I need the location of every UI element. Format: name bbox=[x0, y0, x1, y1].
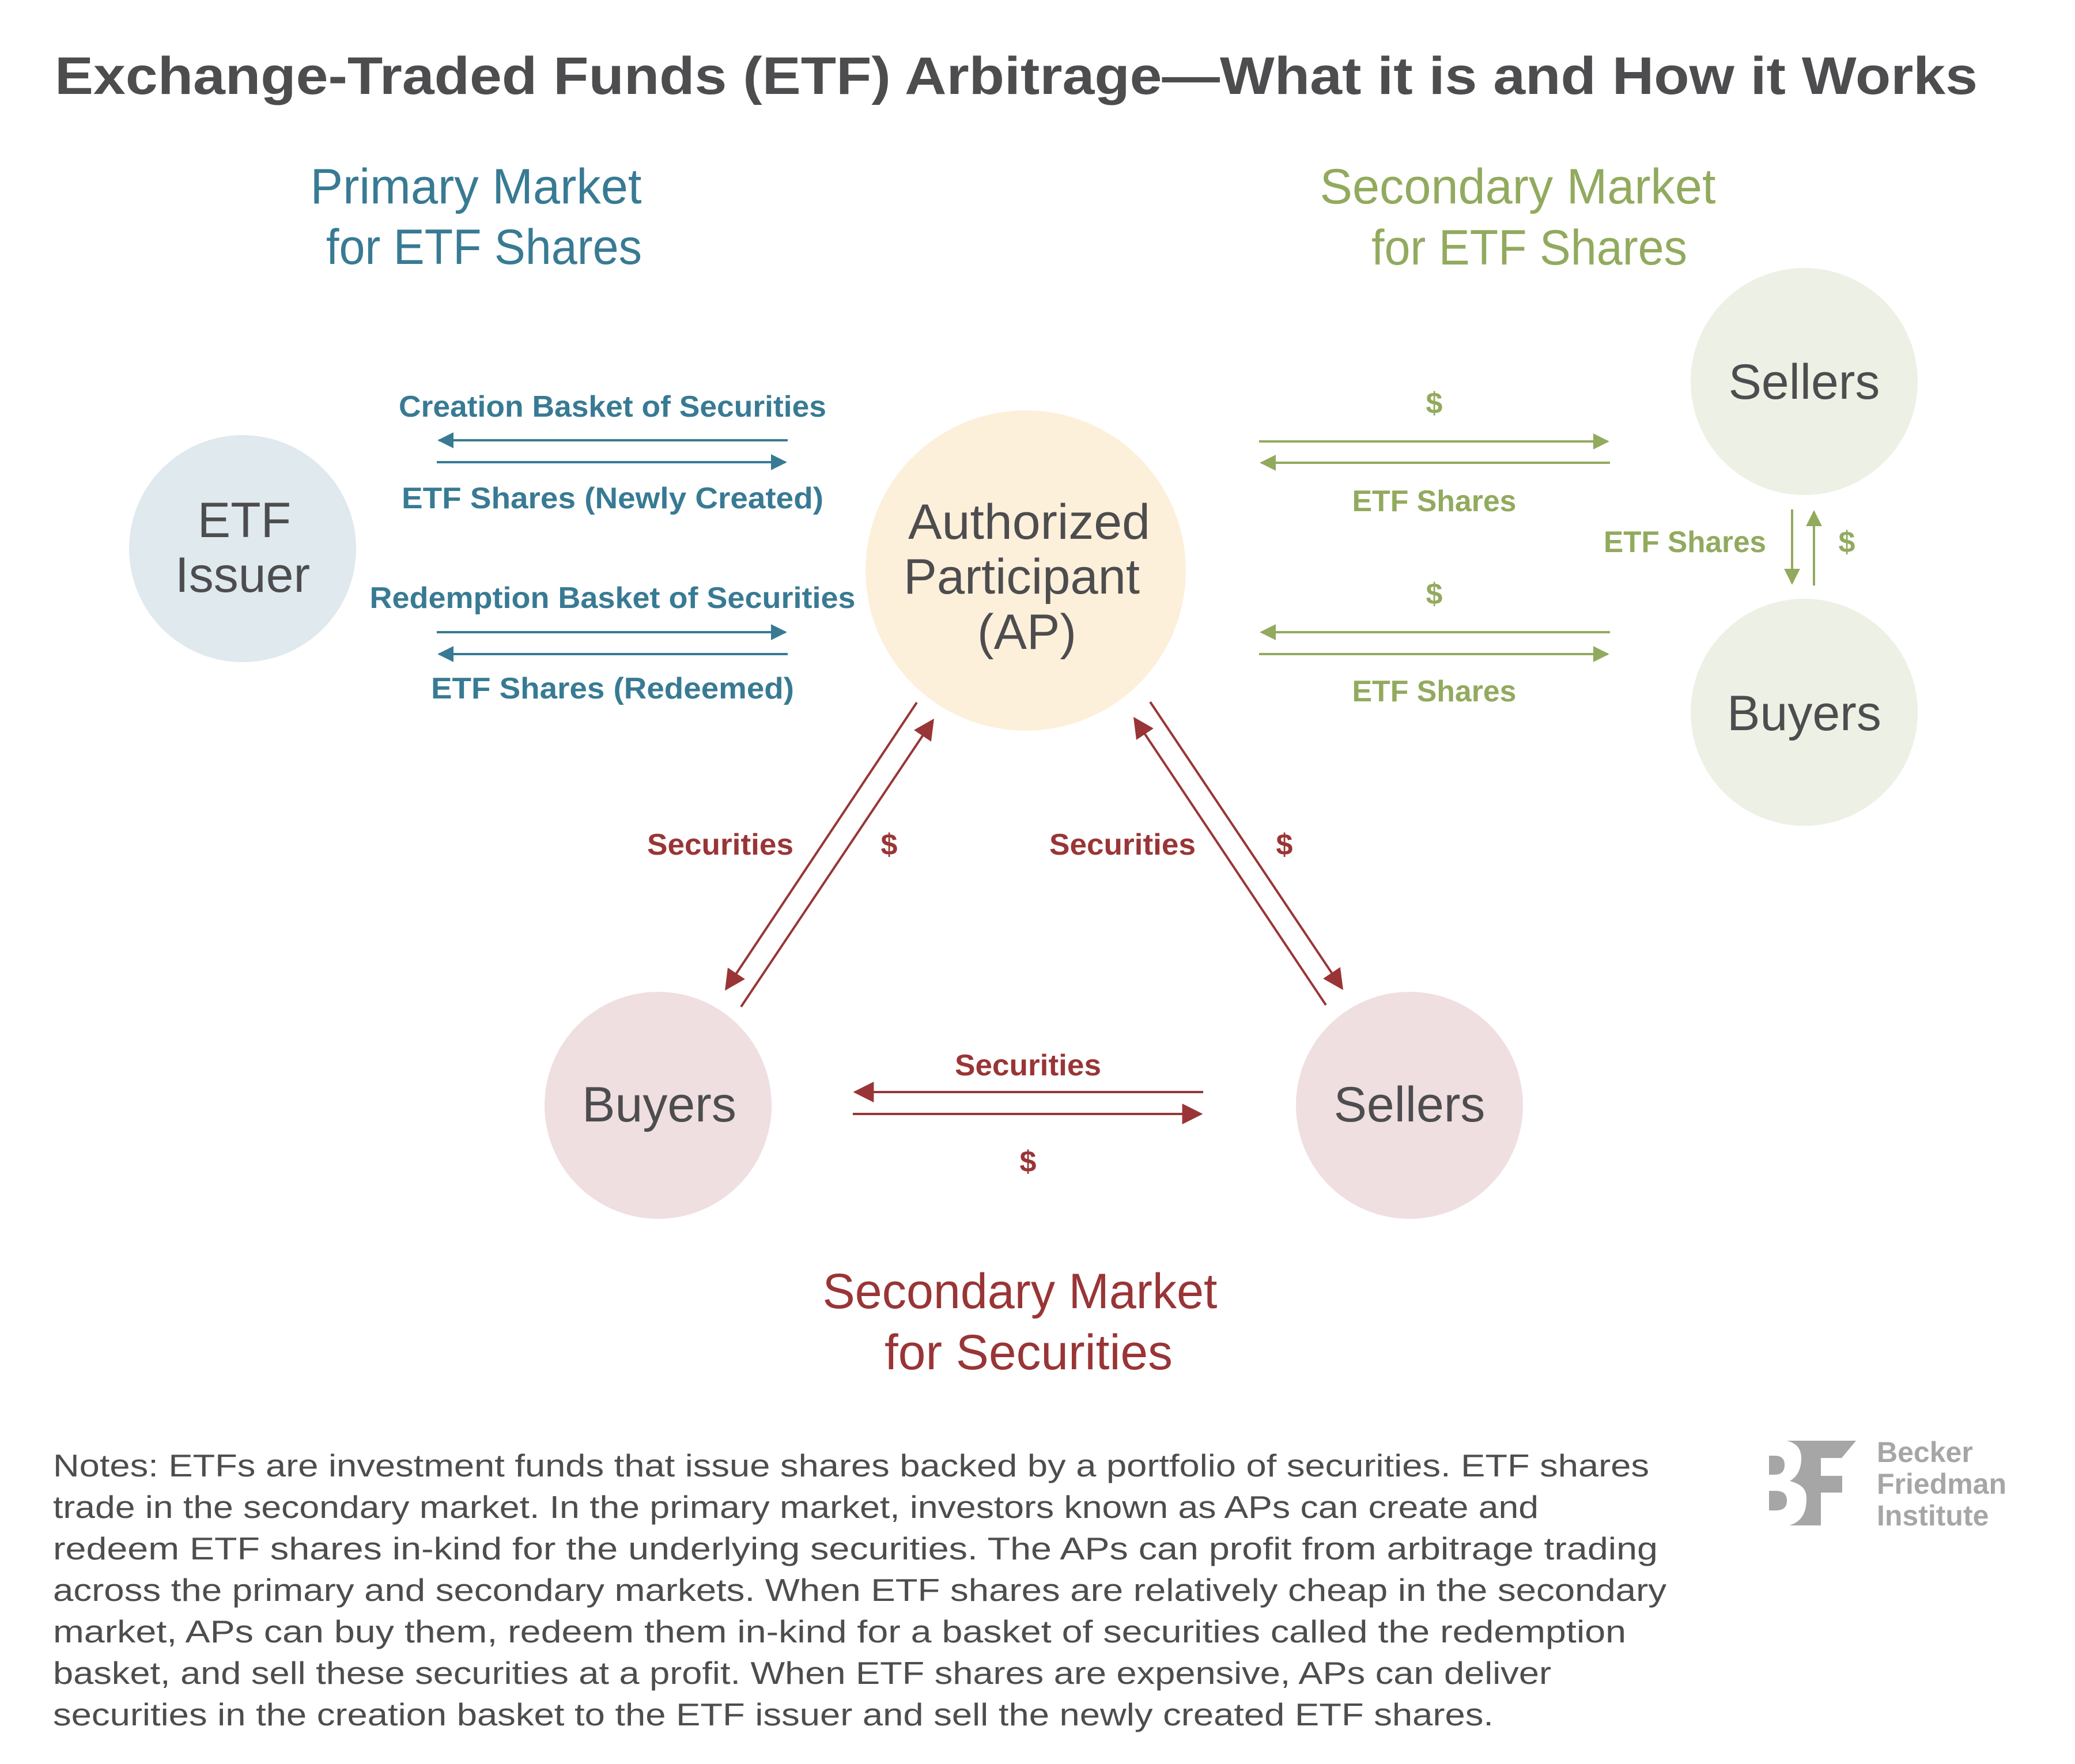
notes: Notes: ETFs are investment funds that is… bbox=[53, 1448, 1667, 1732]
arrow-ap-to-sellers-securities bbox=[1149, 701, 1344, 990]
section-secondary-sec-line1: Secondary Market bbox=[823, 1264, 1218, 1319]
arrow-buyers-to-ap-cash bbox=[740, 719, 935, 1008]
label-ap-sellers-cash: $ bbox=[1276, 828, 1293, 862]
node-authorized-participant: Authorized Participant (AP) bbox=[865, 410, 1186, 731]
notes-line-5: market, APs can buy them, redeem them in… bbox=[53, 1614, 1626, 1649]
section-secondary-etf-line1: Secondary Market bbox=[1320, 159, 1716, 214]
becker-friedman-logo: Becker Friedman Institute bbox=[1769, 1436, 2006, 1532]
notes-line-2: trade in the secondary market. In the pr… bbox=[53, 1489, 1539, 1525]
label-etf-shares-newly-created: ETF Shares (Newly Created) bbox=[402, 482, 823, 515]
arrow-ap-to-buyers-securities bbox=[725, 701, 918, 991]
bf-logo-mark-icon bbox=[1769, 1441, 1856, 1525]
label-etf-shares-redeemed: ETF Shares (Redeemed) bbox=[431, 672, 794, 705]
labels-secondary-etf: $ ETF Shares $ ETF Shares ETF Shares $ bbox=[1352, 387, 1855, 708]
label-etf-market-cash: $ bbox=[1839, 526, 1855, 559]
labels-secondary-securities: Securities $ Securities $ Securities $ bbox=[647, 828, 1293, 1178]
label-market-securities: Securities bbox=[955, 1049, 1101, 1082]
label-market-cash: $ bbox=[1020, 1145, 1037, 1178]
flows-primary bbox=[437, 432, 788, 662]
logo-line-1: Becker bbox=[1877, 1436, 1973, 1468]
notes-line-4: across the primary and secondary markets… bbox=[53, 1572, 1667, 1608]
label-etf-market-shares: ETF Shares bbox=[1604, 526, 1766, 559]
etf-buyers-circle bbox=[1691, 599, 1918, 826]
logo-line-2: Friedman bbox=[1877, 1468, 2006, 1500]
node-etf-buyers: Buyers bbox=[1691, 599, 1918, 826]
flows-secondary-etf bbox=[1259, 433, 1822, 662]
section-primary-line2: for ETF Shares bbox=[326, 220, 642, 275]
label-ap-buyers-cash: $ bbox=[881, 828, 898, 862]
node-securities-buyers: Buyers bbox=[545, 992, 772, 1219]
notes-line-1: Notes: ETFs are investment funds that is… bbox=[53, 1448, 1649, 1483]
sec-sellers-circle bbox=[1296, 992, 1523, 1219]
arrow-sellers-to-ap-cash bbox=[1133, 717, 1327, 1006]
node-etf-issuer: ETF Issuer bbox=[129, 435, 356, 662]
label-ap-buyers-securities: Securities bbox=[647, 828, 793, 862]
sec-buyers-label: Buyers bbox=[582, 1077, 736, 1132]
notes-line-3: redeem ETF shares in-kind for the underl… bbox=[53, 1531, 1658, 1566]
node-etf-sellers: Sellers bbox=[1691, 268, 1918, 495]
etf-sellers-label: Sellers bbox=[1729, 354, 1880, 410]
label-redemption-basket: Redemption Basket of Securities bbox=[370, 581, 856, 615]
label-creation-basket: Creation Basket of Securities bbox=[399, 390, 826, 424]
section-secondary-etf-line2: for ETF Shares bbox=[1371, 220, 1687, 275]
label-etf-buyers-shares: ETF Shares bbox=[1352, 675, 1517, 708]
etf-issuer-label-line1: ETF bbox=[198, 493, 291, 548]
label-etf-sellers-cash: $ bbox=[1426, 387, 1443, 420]
labels-primary: Creation Basket of Securities ETF Shares… bbox=[370, 390, 856, 705]
node-securities-sellers: Sellers bbox=[1296, 992, 1523, 1219]
etf-buyers-label: Buyers bbox=[1727, 686, 1881, 741]
ap-label-line1: Authorized bbox=[908, 494, 1150, 550]
etf-sellers-circle bbox=[1691, 268, 1918, 495]
label-etf-sellers-shares: ETF Shares bbox=[1352, 485, 1517, 518]
notes-line-7: securities in the creation basket to the… bbox=[53, 1697, 1494, 1732]
etf-issuer-circle bbox=[129, 435, 356, 662]
logo-line-3: Institute bbox=[1877, 1499, 1989, 1532]
flows-secondary-securities bbox=[725, 701, 1344, 1124]
section-primary-line1: Primary Market bbox=[311, 159, 642, 214]
page-title: Exchange-Traded Funds (ETF) Arbitrage—Wh… bbox=[55, 47, 1978, 105]
label-ap-sellers-securities: Securities bbox=[1049, 828, 1196, 862]
etf-issuer-label-line2: Issuer bbox=[175, 547, 310, 603]
label-etf-buyers-cash: $ bbox=[1426, 577, 1443, 611]
sec-buyers-circle bbox=[545, 992, 772, 1219]
section-primary-market: Primary Market for ETF Shares bbox=[311, 159, 642, 275]
ap-label-line3: (AP) bbox=[977, 605, 1076, 660]
sec-sellers-label: Sellers bbox=[1334, 1077, 1486, 1132]
notes-line-6: basket, and sell these securities at a p… bbox=[53, 1655, 1551, 1691]
ap-circle bbox=[865, 410, 1186, 731]
section-secondary-sec-line2: for Securities bbox=[885, 1325, 1173, 1380]
section-secondary-etf-market: Secondary Market for ETF Shares bbox=[1320, 159, 1716, 275]
ap-label-line2: Participant bbox=[904, 549, 1140, 605]
section-secondary-securities-market: Secondary Market for Securities bbox=[823, 1264, 1218, 1380]
